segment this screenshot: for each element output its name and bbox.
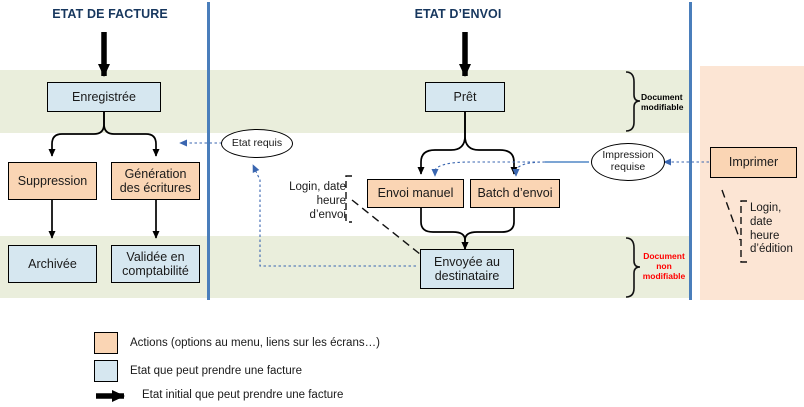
node-batch-envoi[interactable]: Batch d’envoi	[470, 179, 560, 208]
ellipse-impression-requise[interactable]: Impression requise	[591, 143, 665, 181]
print-column-panel	[700, 66, 804, 300]
legend-swatch-etat	[94, 360, 118, 382]
column-title-etat-de-facture: ETAT DE FACTURE	[52, 7, 168, 21]
green-band-bottom	[0, 236, 690, 298]
brace-label-document-modifiable: Document modifiable	[641, 92, 684, 113]
node-enregistree[interactable]: Enregistrée	[47, 82, 161, 112]
legend-swatch-actions	[94, 332, 118, 354]
divider-right	[689, 2, 692, 300]
column-title-etat-denvoi: ETAT D’ENVOI	[414, 7, 502, 21]
node-generation-ecritures[interactable]: Génération des écritures	[111, 162, 200, 200]
node-validee-comptabilite[interactable]: Validée en comptabilité	[111, 245, 200, 283]
node-imprimer[interactable]: Imprimer	[710, 147, 797, 178]
note-login-date-heure-envoi: Login, date heure d’envoi	[289, 181, 346, 221]
legend-label-etat: Etat que peut prendre une facture	[130, 365, 302, 377]
node-archivee[interactable]: Archivée	[8, 245, 97, 283]
brace-label-document-non-modifiable: Document non modifiable	[642, 251, 686, 282]
node-pret[interactable]: Prêt	[425, 82, 505, 112]
ellipse-etat-requis[interactable]: Etat requis	[221, 129, 293, 158]
node-suppression[interactable]: Suppression	[8, 162, 97, 200]
node-envoi-manuel[interactable]: Envoi manuel	[367, 179, 464, 208]
legend-label-etat-initial: Etat initial que peut prendre une factur…	[142, 389, 344, 401]
divider-left	[207, 2, 210, 300]
legend-label-actions: Actions (options au menu, liens sur les …	[130, 337, 380, 349]
note-login-date-heure-edition: Login, date heure d’édition	[750, 202, 793, 256]
node-envoyee-destinataire[interactable]: Envoyée au destinataire	[420, 249, 514, 289]
